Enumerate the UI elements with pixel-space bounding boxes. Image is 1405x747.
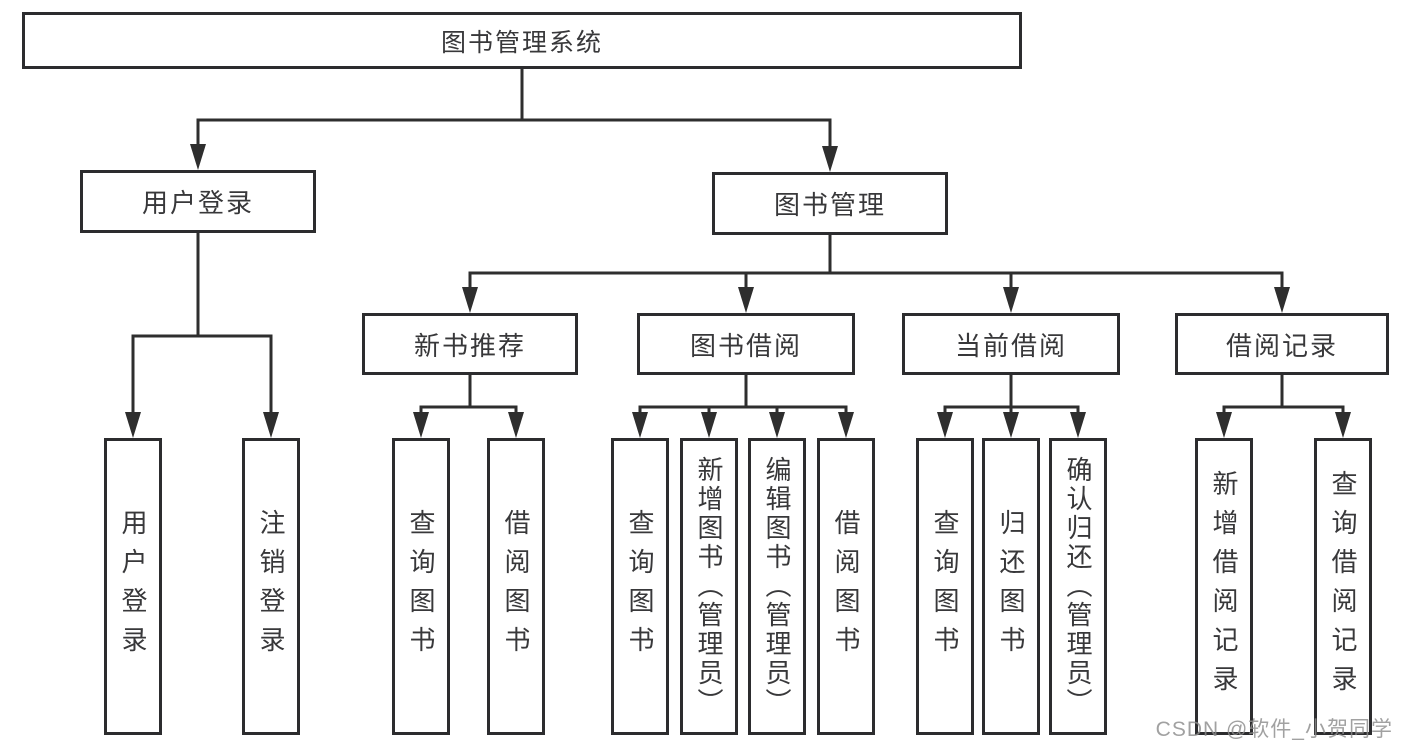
node-new-book-recommend-label: 新书推荐 (413, 330, 526, 361)
node-leaf-borrow-books-2-label: 借阅图书 (831, 508, 861, 665)
node-leaf-query-books-3-label: 查询图书 (930, 508, 960, 665)
node-leaf-confirm-return-admin-label: 确认归还（管理员） (1063, 456, 1093, 717)
node-book-management: 图书管理 (712, 172, 948, 235)
node-leaf-return-books-label: 归还图书 (996, 508, 1026, 665)
node-leaf-borrow-books-2: 借阅图书 (817, 438, 875, 735)
node-leaf-query-books-2: 查询图书 (611, 438, 669, 735)
node-leaf-edit-books-admin-label: 编辑图书（管理员） (762, 456, 792, 717)
node-leaf-user-login-label: 用户登录 (118, 508, 148, 665)
node-leaf-query-books-3: 查询图书 (916, 438, 974, 735)
node-user-login-branch-label: 用户登录 (141, 188, 254, 218)
node-leaf-borrow-books-1: 借阅图书 (487, 438, 545, 735)
node-book-borrowing: 图书借阅 (637, 313, 855, 375)
watermark-text: CSDN @软件_小贺同学 (1155, 718, 1393, 741)
node-leaf-add-borrow-record-label: 新增借阅记录 (1209, 469, 1239, 704)
node-book-borrowing-label: 图书借阅 (689, 330, 802, 361)
node-leaf-confirm-return-admin: 确认归还（管理员） (1049, 438, 1107, 735)
node-leaf-add-books-admin: 新增图书（管理员） (680, 438, 738, 735)
node-current-borrowing-label: 当前借阅 (954, 330, 1067, 361)
node-borrowing-records-label: 借阅记录 (1225, 330, 1338, 361)
node-leaf-query-books-1: 查询图书 (392, 438, 450, 735)
node-library-management-system: 图书管理系统 (22, 12, 1022, 69)
node-leaf-logout-label: 注销登录 (256, 508, 286, 665)
connector-root (190, 67, 838, 172)
node-leaf-user-login: 用户登录 (104, 438, 162, 735)
connector-borrowing-records (1216, 373, 1351, 438)
connector-user-login (125, 231, 279, 438)
node-leaf-logout: 注销登录 (242, 438, 300, 735)
node-leaf-query-borrow-record-label: 查询借阅记录 (1328, 469, 1358, 704)
node-user-login-branch: 用户登录 (80, 170, 316, 233)
node-leaf-add-books-admin-label: 新增图书（管理员） (694, 456, 724, 717)
node-new-book-recommend: 新书推荐 (362, 313, 578, 375)
connector-book-management (462, 233, 1290, 313)
connector-current-borrowing (937, 373, 1086, 438)
node-current-borrowing: 当前借阅 (902, 313, 1120, 375)
node-book-management-label: 图书管理 (773, 190, 886, 220)
connector-new-book-recommend (413, 373, 524, 438)
node-leaf-add-borrow-record: 新增借阅记录 (1195, 438, 1253, 735)
node-leaf-query-books-2-label: 查询图书 (625, 508, 655, 665)
node-leaf-edit-books-admin: 编辑图书（管理员） (748, 438, 806, 735)
node-leaf-return-books: 归还图书 (982, 438, 1040, 735)
node-borrowing-records: 借阅记录 (1175, 313, 1389, 375)
node-leaf-query-borrow-record: 查询借阅记录 (1314, 438, 1372, 735)
connector-book-borrowing (632, 373, 854, 438)
node-leaf-query-books-1-label: 查询图书 (406, 508, 436, 665)
node-library-management-system-label: 图书管理系统 (440, 28, 603, 57)
node-leaf-borrow-books-1-label: 借阅图书 (501, 508, 531, 665)
